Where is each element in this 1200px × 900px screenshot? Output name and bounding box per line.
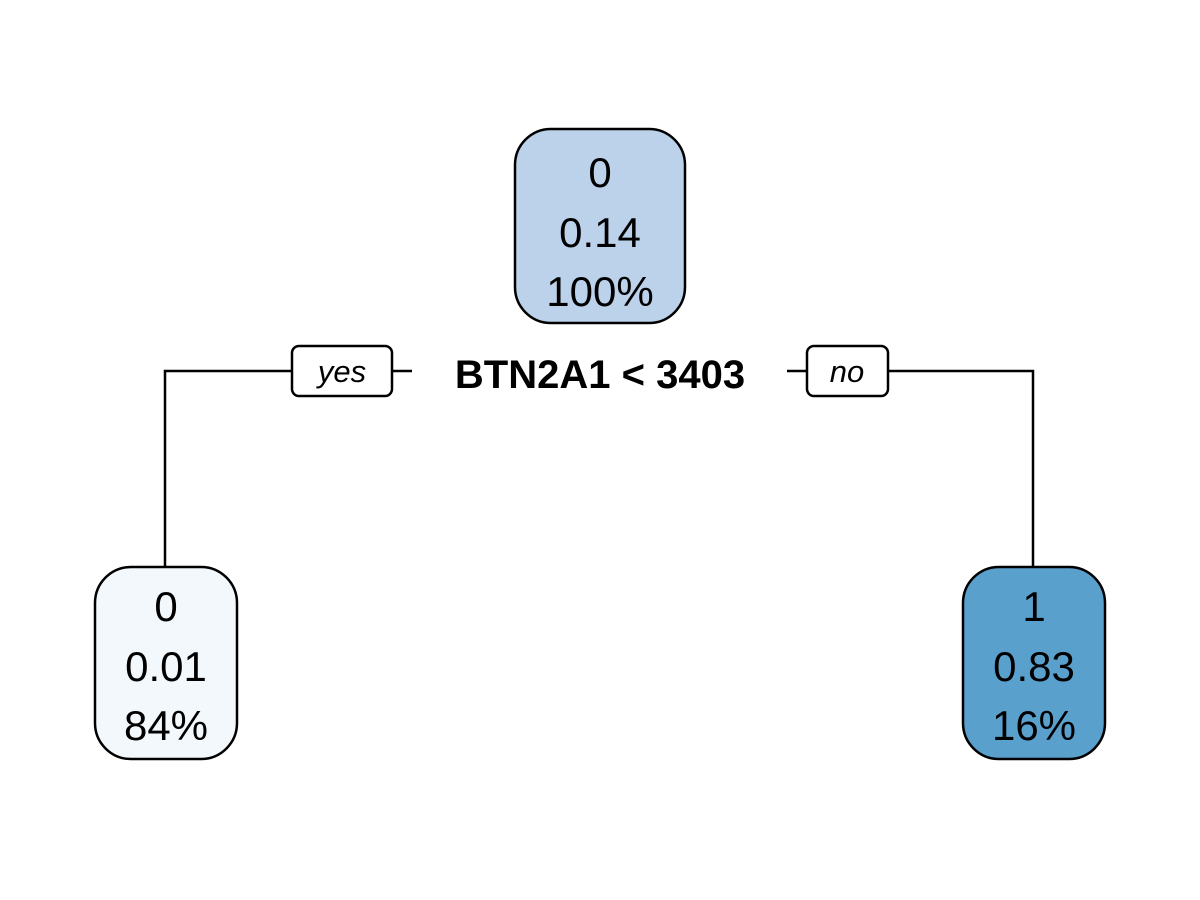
right-leaf-class: 1 xyxy=(1022,583,1045,630)
root-node: 0 0.14 100% xyxy=(513,127,687,325)
yes-label-text: yes xyxy=(316,354,366,389)
edge-right xyxy=(888,369,1035,567)
yes-branch-label: yes xyxy=(290,344,394,398)
right-leaf-percent: 16% xyxy=(992,702,1076,749)
left-leaf-box xyxy=(93,565,239,761)
right-leaf-box xyxy=(961,565,1107,761)
no-branch-label: no xyxy=(805,344,890,398)
yes-label-box xyxy=(290,344,394,398)
right-leaf-node: 1 0.83 16% xyxy=(961,565,1107,761)
root-node-box xyxy=(513,127,687,325)
edge-left xyxy=(163,369,292,567)
left-leaf-node: 0 0.01 84% xyxy=(93,565,239,761)
no-label-text: no xyxy=(830,354,864,389)
right-leaf-probability: 0.83 xyxy=(993,643,1075,690)
split-condition: BTN2A1 < 3403 xyxy=(455,353,745,397)
root-node-percent: 100% xyxy=(546,268,653,315)
root-node-class: 0 xyxy=(588,149,611,196)
left-leaf-class: 0 xyxy=(154,583,177,630)
root-node-probability: 0.14 xyxy=(559,209,641,256)
tree-edges xyxy=(163,369,1035,567)
left-leaf-percent: 84% xyxy=(124,702,208,749)
no-label-box xyxy=(805,344,890,398)
left-leaf-probability: 0.01 xyxy=(125,643,207,690)
